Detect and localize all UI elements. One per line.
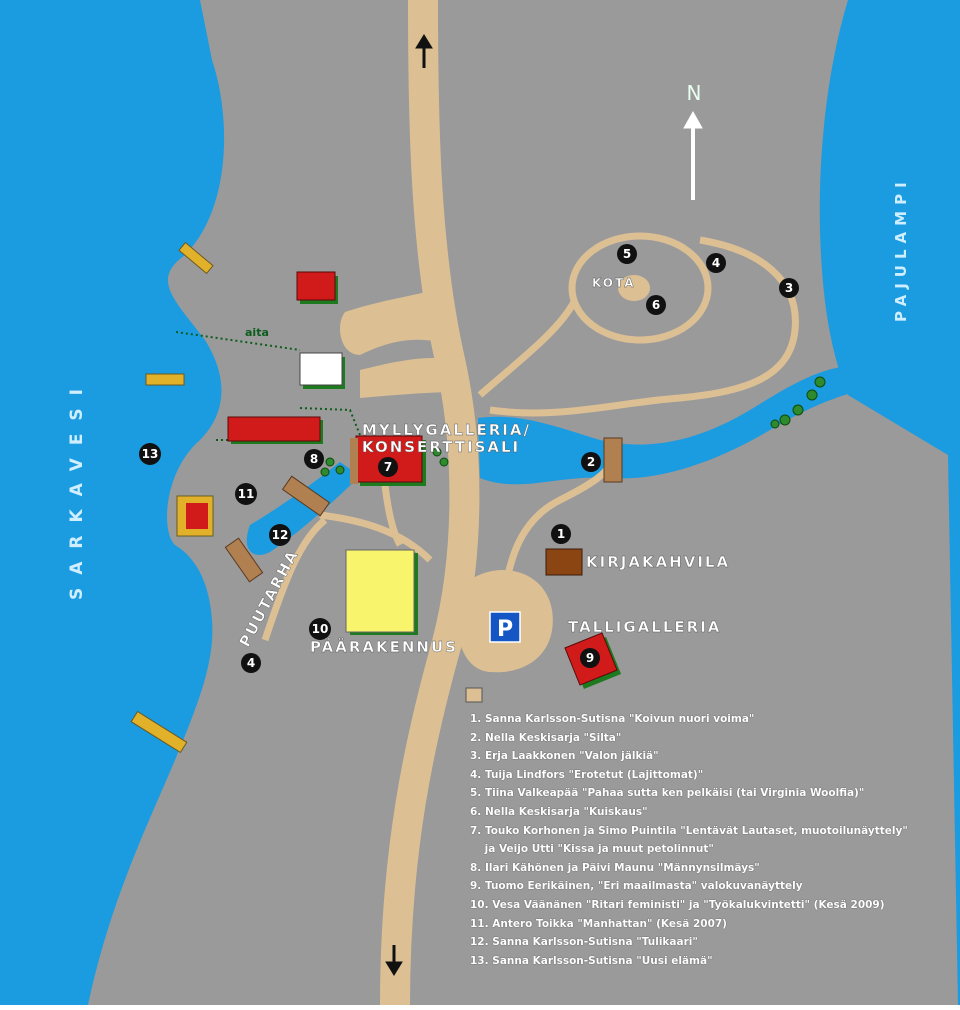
legend-entry-10: 10. Vesa Väänänen "Ritari feministi" ja … [470, 898, 885, 911]
marker-8: 8 [310, 452, 318, 466]
konserttisali-label: KONSERTTISALI [362, 438, 520, 456]
marker-13: 13 [142, 447, 159, 461]
marker-2: 2 [587, 455, 595, 469]
myllygalleria-label: MYLLYGALLERIA/ [362, 421, 531, 439]
legend-entry-6: 6. Nella Keskisarja "Kuiskaus" [470, 805, 648, 818]
parking-label: P [497, 617, 513, 642]
legend-entry-2: 2. Nella Keskisarja "Silta" [470, 731, 622, 744]
marker-7: 7 [384, 460, 392, 474]
down-arrow-icon [385, 945, 403, 976]
legend-entry-12: 12. Sanna Karlsson-Sutisna "Tulikaari" [470, 936, 698, 949]
legend-entry-7-cont: ja Veijo Utti "Kissa ja muut petolinnut" [470, 843, 714, 856]
up-arrow-icon [415, 34, 433, 68]
marker-6: 6 [652, 298, 660, 312]
marker-4-puutarha: 4 [247, 656, 255, 670]
artwork-markers: 1 2 3 4 4 5 6 7 8 9 10 11 12 13 [139, 244, 799, 673]
marker-4-kota: 4 [712, 256, 720, 270]
spur-road-2 [360, 358, 456, 398]
lake-label-pajulampi: PAJULAMPI [892, 176, 910, 322]
talligalleria-label: TALLIGALLERIA [568, 618, 721, 636]
pajulampi-stream [478, 366, 862, 485]
legend-entry-3: 3. Erja Laakkonen "Valon jälkiä" [470, 750, 659, 763]
kota-plaza [618, 275, 650, 301]
legend-entry-9: 9. Tuomo Eerikäinen, "Eri maailmasta" va… [470, 880, 803, 893]
fence-label: aita [245, 326, 269, 339]
marker-11: 11 [238, 487, 255, 501]
piers [130, 241, 214, 754]
marker-10: 10 [312, 622, 329, 636]
marker-9: 9 [586, 651, 594, 665]
legend-entry-5: 5. Tiina Valkeapää "Pahaa sutta ken pelk… [470, 787, 865, 800]
spur-road [340, 288, 450, 355]
kirjakahvila-label: KIRJAKAHVILA [586, 553, 730, 571]
bridges [224, 437, 623, 583]
lake-label-sarkavesi: SARKAVESI [67, 376, 87, 600]
legend-entry-11: 11. Antero Toikka "Manhattan" (Kesä 2007… [470, 917, 727, 930]
kota-label: KOTA [592, 276, 636, 290]
marker-5: 5 [623, 247, 631, 261]
legend-entry-1: 1. Sanna Karlsson-Sutisna "Koivun nuori … [470, 713, 755, 725]
north-label: N [687, 81, 702, 105]
parking-sign [489, 611, 521, 643]
main-road [380, 0, 480, 1006]
artwork-legend: 1. Sanna Karlsson-Sutisna "Koivun nuori … [470, 710, 950, 970]
buildings [176, 271, 622, 703]
marker-12: 12 [272, 528, 289, 542]
legend-entry-7: 7. Touko Korhonen ja Simo Puintila "Lent… [470, 824, 908, 837]
north-arrow-icon [683, 110, 703, 200]
marker-3: 3 [785, 281, 793, 295]
paarakennus-label: PÄÄRAKENNUS [310, 637, 458, 656]
trees [320, 376, 826, 477]
legend-entry-8: 8. Ilari Kähönen ja Päivi Maunu "Männyns… [470, 861, 760, 874]
marker-1: 1 [557, 527, 565, 541]
park-paths [261, 232, 799, 642]
legend-entry-4: 4. Tuija Lindfors "Erotetut (Lajittomat)… [470, 768, 704, 781]
legend-entry-13: 13. Sanna Karlsson-Sutisna "Uusi elämä" [470, 954, 713, 967]
